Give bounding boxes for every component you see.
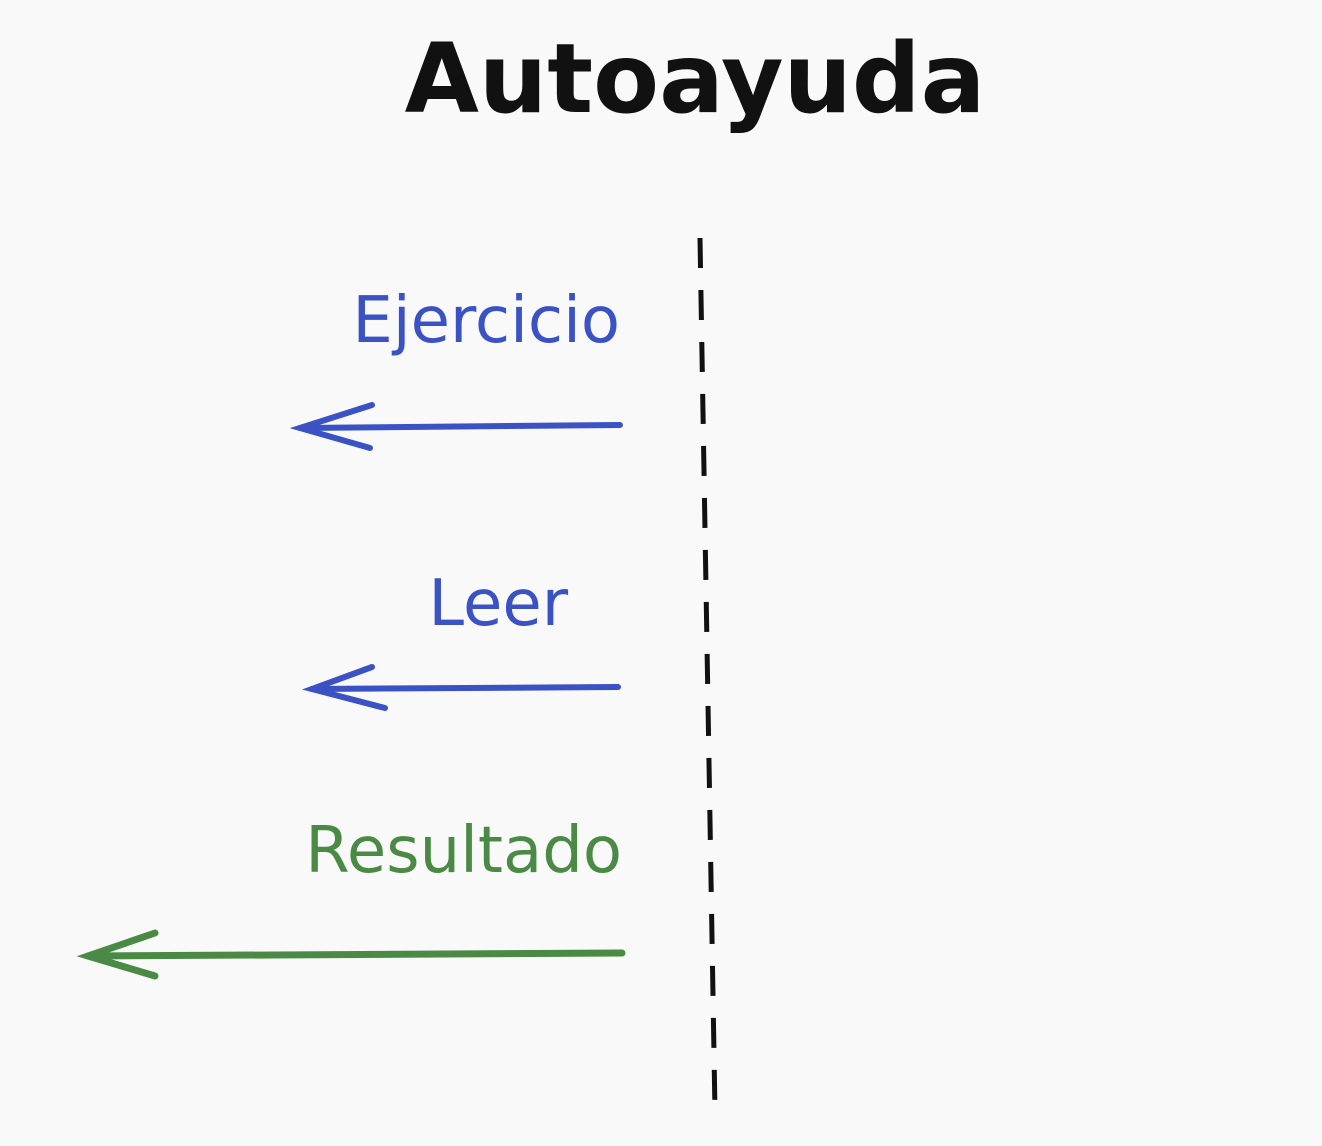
label-leer: Leer (428, 567, 568, 641)
arrow-left-icon (76, 929, 626, 980)
diagram-title: Autoayuda (405, 23, 986, 135)
label-ejercicio: Ejercicio (352, 284, 620, 358)
arrow-left-icon (289, 402, 623, 451)
divider-dashed-line (697, 237, 718, 1113)
label-resultado: Resultado (305, 814, 622, 888)
arrow-left-icon (301, 664, 621, 711)
